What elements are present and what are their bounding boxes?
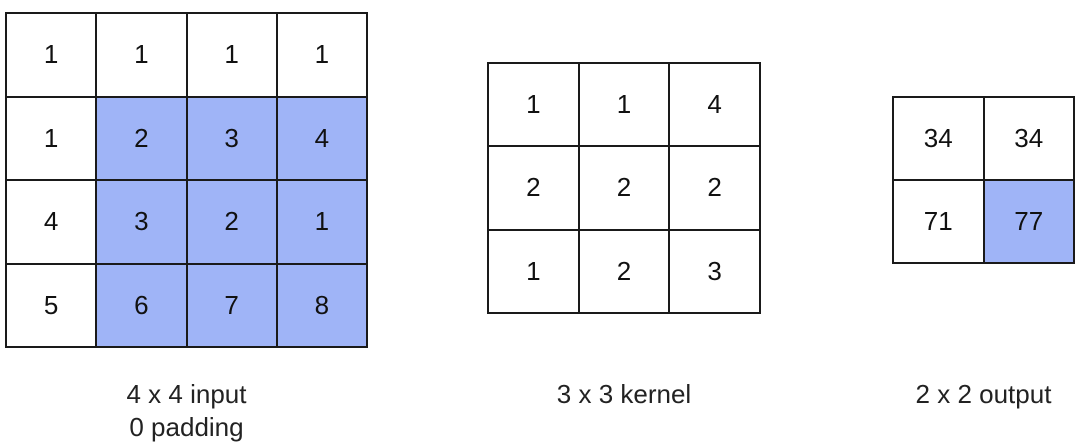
kernel-cell-r2c3: 2 (670, 147, 761, 231)
input-caption-line1: 4 x 4 input (126, 379, 247, 409)
input-cell-r3c3: 2 (187, 181, 278, 265)
kernel-cell-r2c2: 2 (579, 147, 671, 231)
input-cell-r2c2: 2 (97, 97, 188, 181)
kernel-caption: 3 x 3 kernel (487, 378, 761, 411)
input-cell-r2c4: 4 (277, 97, 368, 181)
output-caption: 2 x 2 output (872, 378, 1083, 411)
input-cell-r4c1: 5 (7, 264, 98, 348)
input-cell-r1c4: 1 (277, 14, 368, 98)
kernel-caption-text: 3 x 3 kernel (556, 379, 692, 409)
input-cell-r4c2: 6 (97, 264, 188, 348)
input-caption-line2: 0 padding (129, 412, 244, 442)
kernel-cell-r3c3: 3 (670, 230, 761, 314)
input-cell-r3c4: 1 (277, 181, 368, 265)
input-caption: 4 x 4 input 0 padding (5, 378, 368, 444)
input-cell-r4c3: 7 (187, 264, 278, 348)
output-cell-r2c2: 77 (984, 181, 1075, 264)
kernel-cell-r3c2: 2 (579, 230, 671, 314)
output-caption-text: 2 x 2 output (915, 379, 1052, 409)
output-cell-r1c1: 34 (894, 98, 985, 181)
kernel-cell-r1c3: 4 (670, 64, 761, 148)
kernel-cell-r1c1: 1 (489, 64, 580, 148)
input-cell-r2c3: 3 (187, 97, 278, 181)
input-cell-r1c2: 1 (97, 14, 188, 98)
kernel-cell-r1c2: 1 (579, 64, 671, 148)
output-cell-r2c1: 71 (894, 181, 985, 264)
input-cell-r1c1: 1 (7, 14, 98, 98)
input-cell-r3c1: 4 (7, 181, 98, 265)
input-cell-r4c4: 8 (277, 264, 368, 348)
kernel-cell-r3c1: 1 (489, 230, 580, 314)
input-cell-r2c1: 1 (7, 97, 98, 181)
kernel-cell-r2c1: 2 (489, 147, 580, 231)
output-cell-r1c2: 34 (984, 98, 1075, 181)
input-cell-r3c2: 3 (97, 181, 188, 265)
input-cell-r1c3: 1 (187, 14, 278, 98)
